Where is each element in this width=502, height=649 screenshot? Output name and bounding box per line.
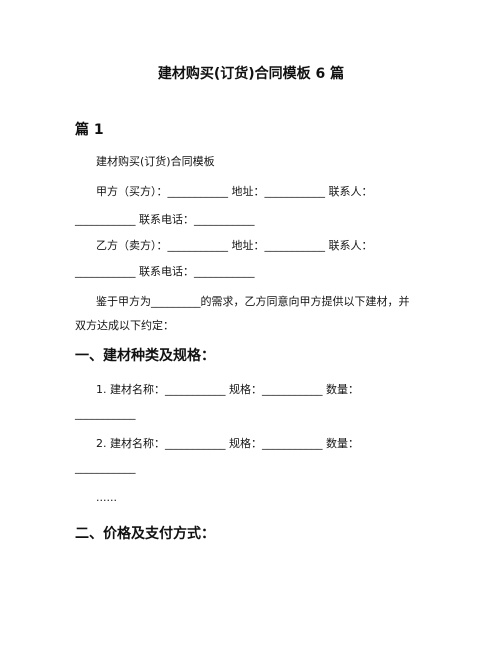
item-2-line2: ___________	[75, 461, 136, 474]
heading-price: 二、价格及支付方式：	[75, 526, 215, 542]
section-label: 篇 1	[75, 122, 104, 138]
paragraph-party-a-line2: ___________ 联系电话：___________	[75, 213, 255, 226]
paragraph-party-b-line2: ___________ 联系电话：___________	[75, 265, 255, 278]
item-1-line2: ___________	[75, 407, 136, 420]
paragraph-party-b-line1: 乙方（卖方）：___________ 地址：___________ 联系人：	[96, 239, 373, 252]
item-1-line1: 1. 建材名称：___________ 规格：___________ 数量：	[96, 383, 359, 396]
heading-materials: 一、建材种类及规格：	[75, 348, 215, 364]
paragraph-agreement-line1: 鉴于甲方为_________的需求，乙方同意向甲方提供以下建材，并	[96, 295, 410, 308]
document-title: 建材购买(订货)合同模板 6 篇	[157, 66, 345, 82]
item-ellipsis: ......	[96, 491, 117, 504]
paragraph-agreement-line2: 双方达成以下约定：	[75, 319, 174, 332]
paragraph-template-name: 建材购买(订货)合同模板	[96, 155, 215, 168]
item-2-line1: 2. 建材名称：___________ 规格：___________ 数量：	[96, 437, 359, 450]
paragraph-party-a-line1: 甲方（买方）：___________ 地址：___________ 联系人：	[96, 185, 373, 198]
